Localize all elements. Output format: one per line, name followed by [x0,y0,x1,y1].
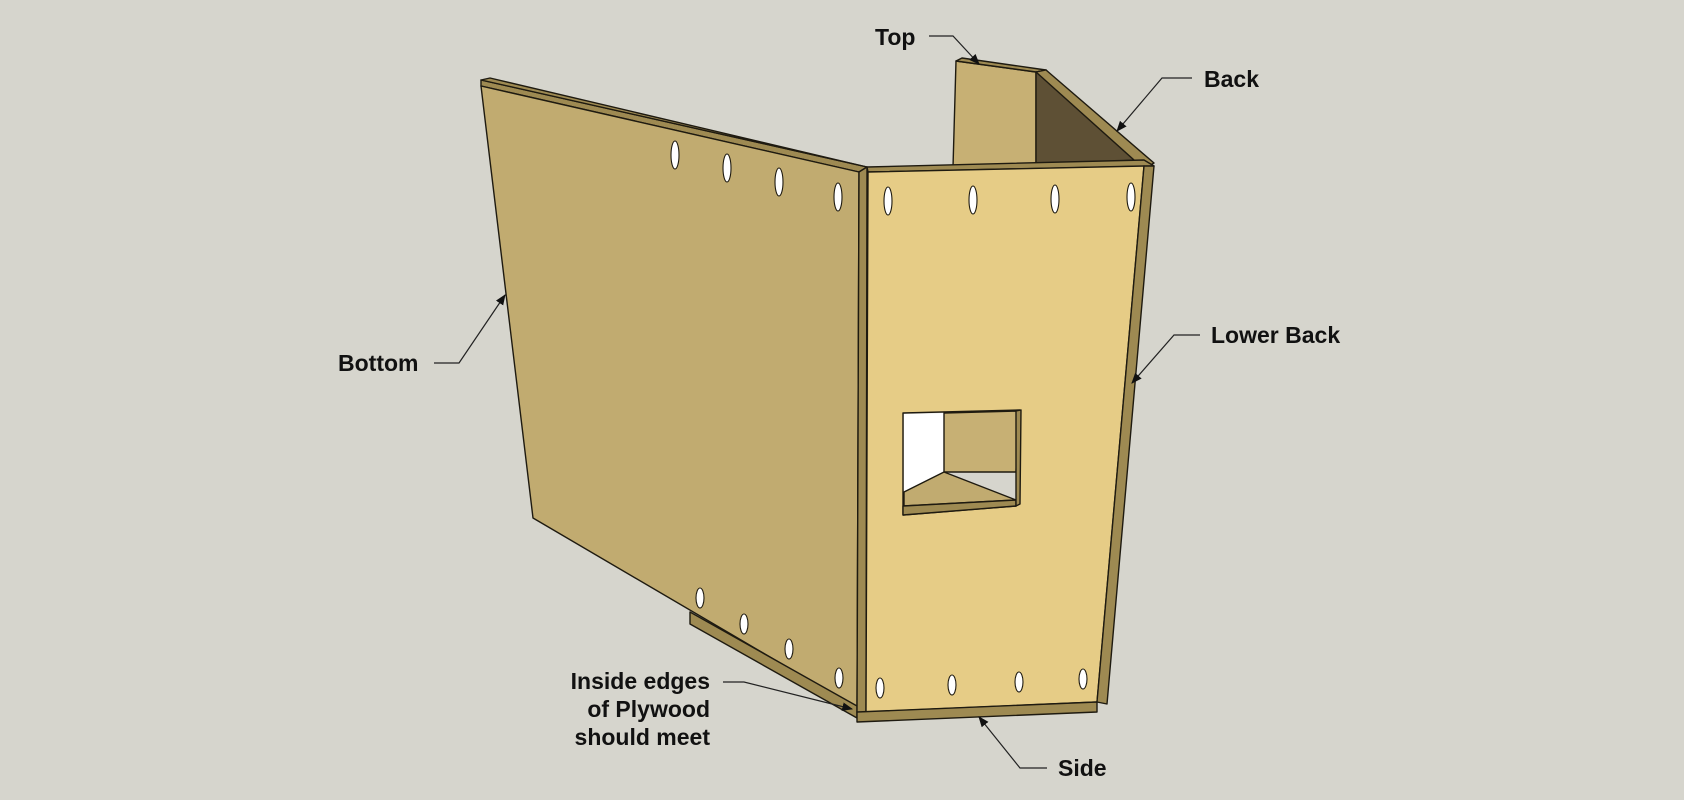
screw-hole [1050,184,1060,214]
top-panel [952,57,1047,168]
bottom-panel-top-rim [480,77,868,168]
screw-hole [1078,668,1088,690]
screw-hole [670,140,680,170]
bottom-panel [480,77,868,719]
entrance-hole-back-wall [943,410,1020,473]
screw-hole [833,182,843,212]
screw-hole [739,613,749,635]
screw-hole [722,153,732,183]
lower-back-leader [1131,334,1200,384]
label-inside-edges-line1: Inside edges [571,668,710,694]
side-panel [856,159,1155,723]
back-leader [1116,77,1192,132]
side-panel-bottom-edge [856,701,1098,723]
label-top: Top [875,24,915,50]
callout-labels: Top Back Bottom Lower Back Inside edges … [338,24,1340,781]
side-leader [978,716,1047,769]
screw-hole [883,186,893,216]
bottom-panel-face [480,85,860,709]
bottom-panel-side-edge [856,166,868,719]
back-panel [1035,69,1155,170]
screw-hole [695,587,705,609]
screw-hole [1014,671,1024,693]
label-inside-edges-line3: should meet [575,724,711,750]
callout-leaders [434,35,1200,769]
entrance-hole [902,409,1022,516]
side-panel-right-edge [1096,165,1155,705]
screw-hole [968,185,978,215]
screw-hole [875,677,885,699]
top-leader [929,35,980,65]
label-back: Back [1204,66,1259,92]
top-panel-face [952,60,1037,168]
screw-hole [1126,182,1136,212]
entrance-hole-right-edge [1015,409,1022,507]
screw-hole [947,674,957,696]
label-bottom: Bottom [338,350,418,376]
screw-hole [774,167,784,197]
label-lower-back: Lower Back [1211,322,1340,348]
label-side: Side [1058,755,1107,781]
screw-hole [784,638,794,660]
entrance-hole-opening [904,413,944,492]
inside-edges-leader [723,681,854,711]
label-inside-edges-line2: of Plywood [587,696,710,722]
bottom-leader [434,294,506,364]
screw-hole [834,667,844,689]
